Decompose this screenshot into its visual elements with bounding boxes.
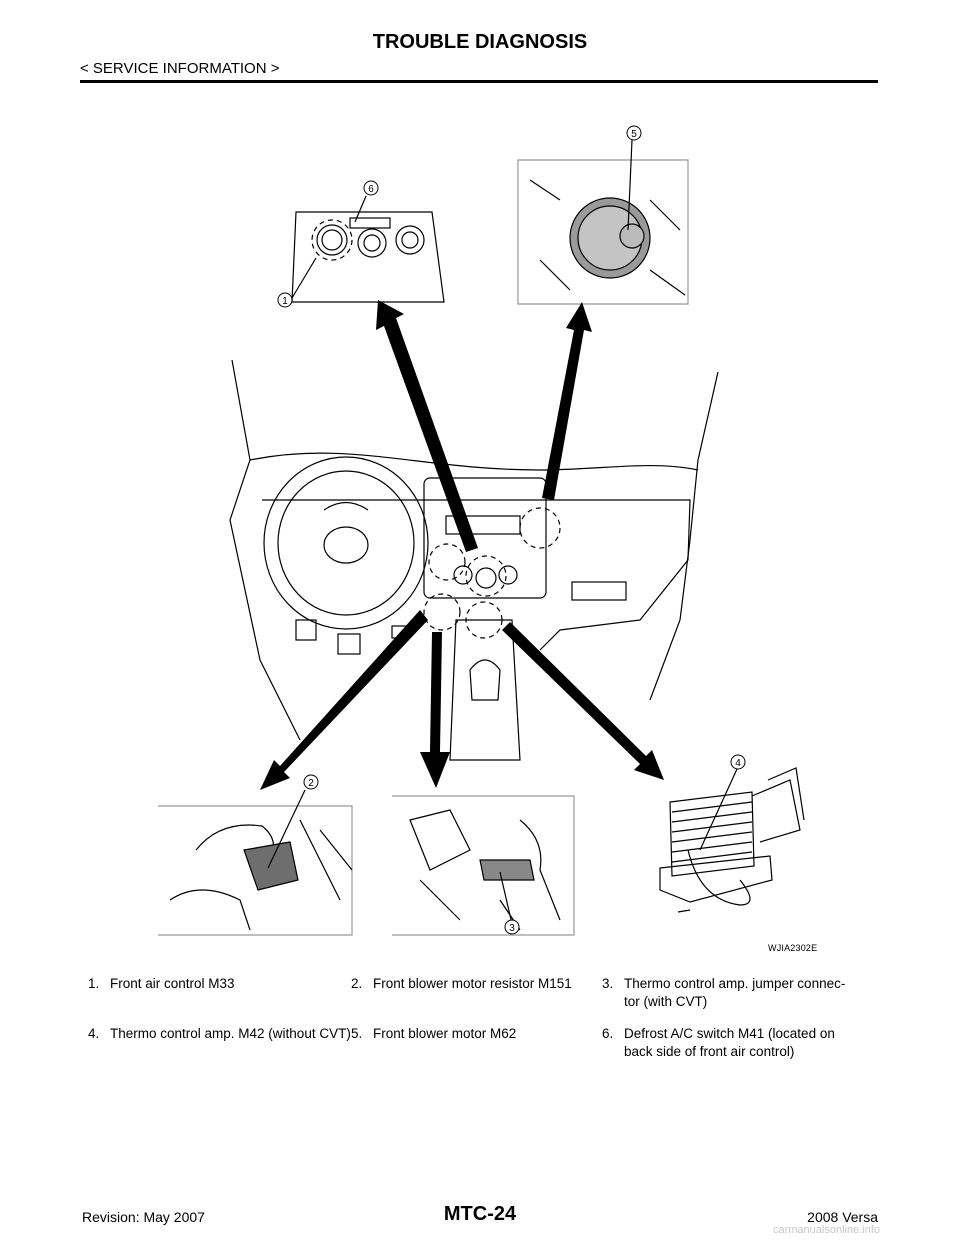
callouts: 5 6 1 2 4 3 <box>277 125 746 935</box>
page-title: TROUBLE DIAGNOSIS <box>372 31 588 53</box>
front-air-control-illustration <box>291 195 445 303</box>
section-label: < SERVICE INFORMATION > <box>80 60 280 77</box>
legend-text: Front blower motor resistor M151 <box>373 976 572 991</box>
jumper-connector-illustration <box>392 795 575 936</box>
component-location-diagram: 5 6 1 2 4 3 <box>158 125 805 936</box>
legend-item: 3. Thermo control amp. jumper connec- to… <box>602 976 846 1009</box>
figure-code: WJIA2302E <box>768 943 818 953</box>
callout-4: 4 <box>735 758 741 769</box>
resistor-illustration <box>158 789 353 936</box>
legend-text: Front blower motor M62 <box>373 1026 517 1041</box>
legend-item: 6. Defrost A/C switch M41 (located on ba… <box>602 1026 835 1059</box>
arrow-to-air-control <box>376 300 478 552</box>
legend-text: Front air control M33 <box>110 976 235 991</box>
callout-5: 5 <box>631 129 637 140</box>
arrow-to-jumper-connector <box>420 632 450 788</box>
evaporator-illustration <box>659 767 805 913</box>
legend-row: 1. Front air control M33 2. Front blower… <box>88 975 878 1011</box>
blower-motor-illustration <box>517 139 689 305</box>
legend-item: 4. Thermo control amp. M42 (without CVT) <box>88 1025 351 1061</box>
vehicle-model: 2008 Versa <box>807 1209 878 1225</box>
legend-item: 1. Front air control M33 <box>88 975 351 1011</box>
legend-item: 5. Front blower motor M62 <box>351 1025 602 1061</box>
arrow-to-resistor <box>260 610 428 790</box>
legend-row: 4. Thermo control amp. M42 (without CVT)… <box>88 1025 878 1061</box>
legend-text: Thermo control amp. jumper connec- tor (… <box>624 976 846 1009</box>
revision-date: Revision: May 2007 <box>82 1209 205 1225</box>
legend-text: Thermo control amp. M42 (without CVT) <box>110 1026 351 1041</box>
callout-1: 1 <box>282 296 288 307</box>
arrow-to-blower-motor <box>542 302 592 500</box>
legend-text: Defrost A/C switch M41 (located on back … <box>624 1026 835 1059</box>
watermark[interactable]: carmanualsonline.info <box>772 1224 880 1236</box>
page-number: MTC-24 <box>443 1203 517 1225</box>
component-legend: 1. Front air control M33 2. Front blower… <box>88 975 878 1075</box>
callout-2: 2 <box>308 778 314 789</box>
pointer-arrows <box>260 300 664 790</box>
header-rule <box>80 80 878 83</box>
callout-3: 3 <box>509 923 515 934</box>
callout-6: 6 <box>368 184 374 195</box>
legend-item: 2. Front blower motor resistor M151 <box>351 975 602 1011</box>
arrow-to-thermo-amp <box>502 622 664 780</box>
dashboard-illustration <box>229 359 719 761</box>
